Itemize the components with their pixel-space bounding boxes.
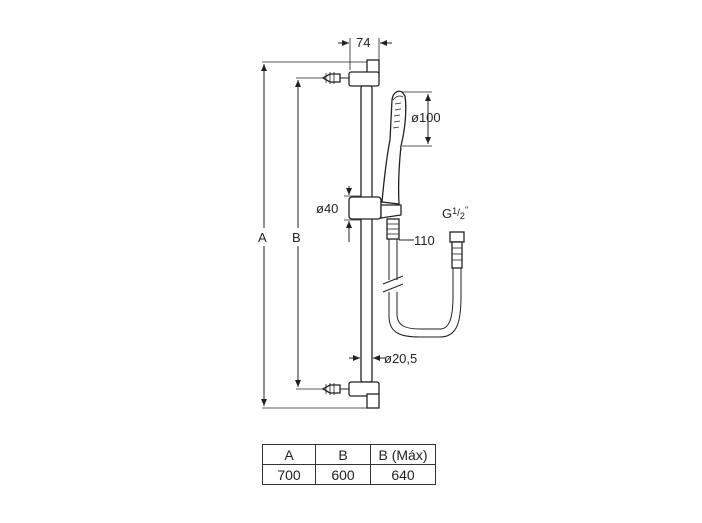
header-a: A — [262, 444, 316, 465]
shower-hose — [382, 239, 462, 338]
wall-plug-bottom — [321, 383, 352, 395]
hose-nut — [386, 218, 400, 240]
table-row: 700 600 640 — [262, 464, 436, 485]
wall-plug-top — [321, 72, 352, 84]
dimension-b-label: B — [292, 230, 301, 245]
header-b-max: B (Máx) — [370, 444, 436, 465]
dimension-b: B — [292, 77, 330, 390]
connector-label: G1/2" — [442, 205, 468, 221]
value-b: 600 — [315, 464, 371, 485]
value-b-max: 640 — [370, 464, 436, 485]
head-diameter-label: ø100 — [411, 110, 441, 125]
hose-offset-label: 110 — [414, 233, 435, 248]
dimension-support: ø40 — [316, 186, 361, 242]
sliding-support — [348, 196, 402, 220]
table-header-row: A B B (Máx) — [262, 444, 436, 465]
header-b: B — [315, 444, 371, 465]
bar-diameter-label: ø20,5 — [384, 351, 417, 366]
support-diameter-label: ø40 — [316, 201, 338, 216]
slide-bar — [360, 85, 373, 383]
dimension-bar: ø20,5 — [349, 351, 417, 366]
hand-shower — [381, 90, 407, 205]
hose-connector — [449, 231, 465, 269]
dimensions-table: A B B (Máx) 700 600 640 — [262, 444, 436, 485]
bottom-bracket — [348, 381, 380, 409]
dimension-width: 74 — [338, 35, 392, 70]
dimension-width-label: 74 — [356, 35, 370, 50]
top-bracket — [348, 59, 380, 87]
dimension-a-label: A — [258, 230, 267, 245]
dimension-head: ø100 — [402, 91, 441, 147]
dimension-a: A — [258, 61, 368, 409]
value-a: 700 — [262, 464, 316, 485]
